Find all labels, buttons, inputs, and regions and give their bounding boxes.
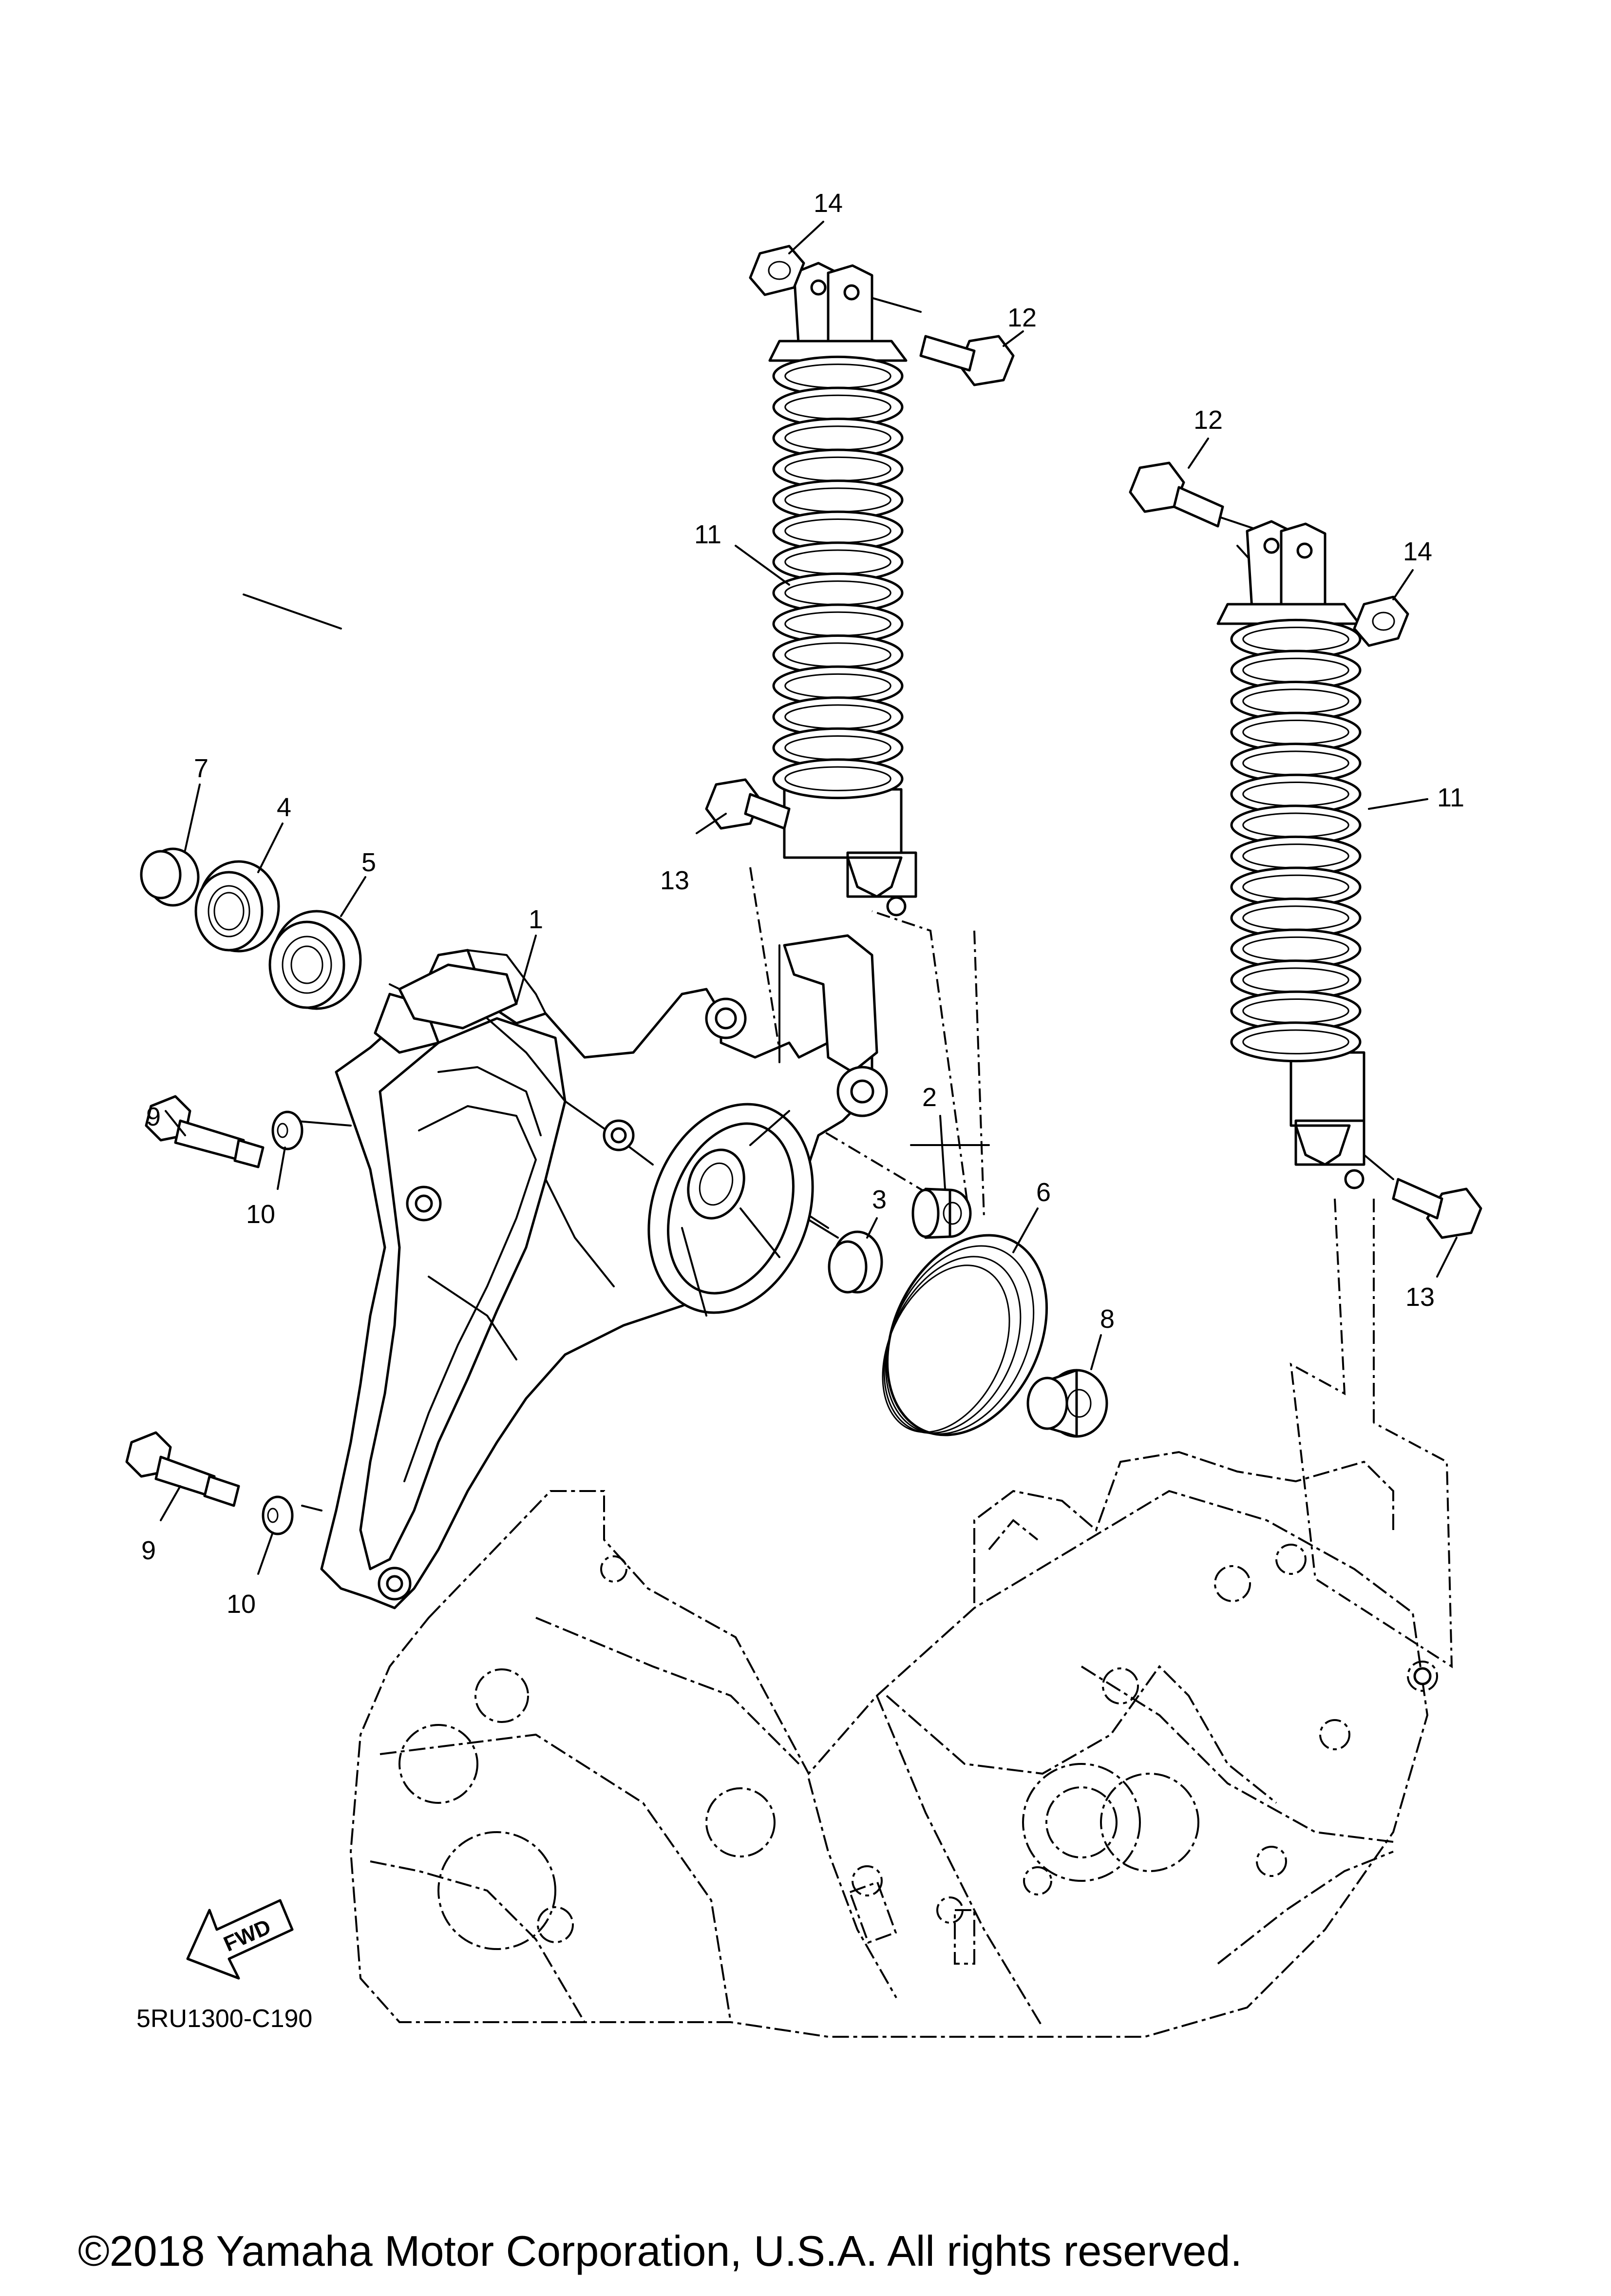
shock-left-spring-coils: [772, 355, 904, 800]
washer-part-10-lower: [262, 1495, 294, 1535]
callout-labels: 1 2 3 4 5 6 7 8 9 9 10 10 11 11 12 12 13…: [141, 189, 1464, 1619]
nut-part-14-right: [1353, 595, 1409, 647]
spring-coil-inner: [784, 766, 891, 791]
forward-direction-arrow: FWD: [186, 1899, 294, 1980]
shock-absorber-right: [1216, 520, 1365, 1189]
spring-coil: [772, 758, 904, 800]
spring-coil-inner: [1242, 1029, 1349, 1054]
callout-10-lower: 10: [227, 1589, 256, 1619]
copyright-notice: ©2018 Yamaha Motor Corporation, U.S.A. A…: [78, 2227, 1242, 2275]
nut-part-14-left: [749, 245, 805, 296]
callout-8: 8: [1100, 1304, 1115, 1334]
bolt-part-13-left: [705, 778, 791, 830]
callout-13-left: 13: [660, 866, 689, 895]
bolt-part-9-lower: [125, 1431, 240, 1507]
collar-part-3: [828, 1230, 883, 1294]
callout-14-right: 14: [1403, 537, 1432, 566]
callout-2: 2: [922, 1083, 937, 1112]
shock-absorber-left: [768, 262, 917, 917]
collar-part-7: [140, 847, 200, 907]
shock-right-spring-coils: [1230, 618, 1362, 1063]
bolt-part-12-right: [1129, 461, 1224, 528]
callout-leader-lines: [160, 221, 1458, 1575]
grommet-part-8: [1026, 1369, 1108, 1438]
callout-11-left: 11: [694, 520, 721, 549]
callout-9-lower: 9: [141, 1536, 156, 1565]
bolt-part-13-right: [1392, 1178, 1482, 1239]
spring-coil: [1230, 1021, 1362, 1063]
callout-14-left: 14: [814, 189, 843, 218]
callout-5: 5: [361, 848, 376, 877]
callout-3: 3: [872, 1185, 887, 1214]
callout-7: 7: [194, 754, 208, 783]
callout-6: 6: [1036, 1178, 1051, 1207]
callout-4: 4: [277, 793, 291, 822]
callout-11-right: 11: [1437, 783, 1464, 812]
callout-1: 1: [529, 905, 543, 934]
bushing-part-2: [911, 1187, 972, 1239]
callout-9-upper: 9: [146, 1102, 161, 1131]
bolt-part-9-upper: [145, 1095, 265, 1168]
seal-ring-part-6: [882, 1234, 1048, 1436]
callout-12-left: 12: [1007, 303, 1037, 332]
bolt-part-12-left: [919, 335, 1015, 386]
washer-part-10-upper: [271, 1110, 303, 1150]
callout-10-upper: 10: [246, 1200, 275, 1229]
crankcase-ghost-outline: [349, 1451, 1438, 2038]
callout-12-right: 12: [1194, 405, 1223, 435]
rear-arm-bracket: [320, 934, 888, 1609]
bearing-part-5: [268, 910, 362, 1010]
diagram-code: 5RU1300-C190: [136, 2005, 312, 2033]
oil-seal-part-4: [194, 860, 280, 953]
callout-13-right: 13: [1405, 1282, 1435, 1312]
